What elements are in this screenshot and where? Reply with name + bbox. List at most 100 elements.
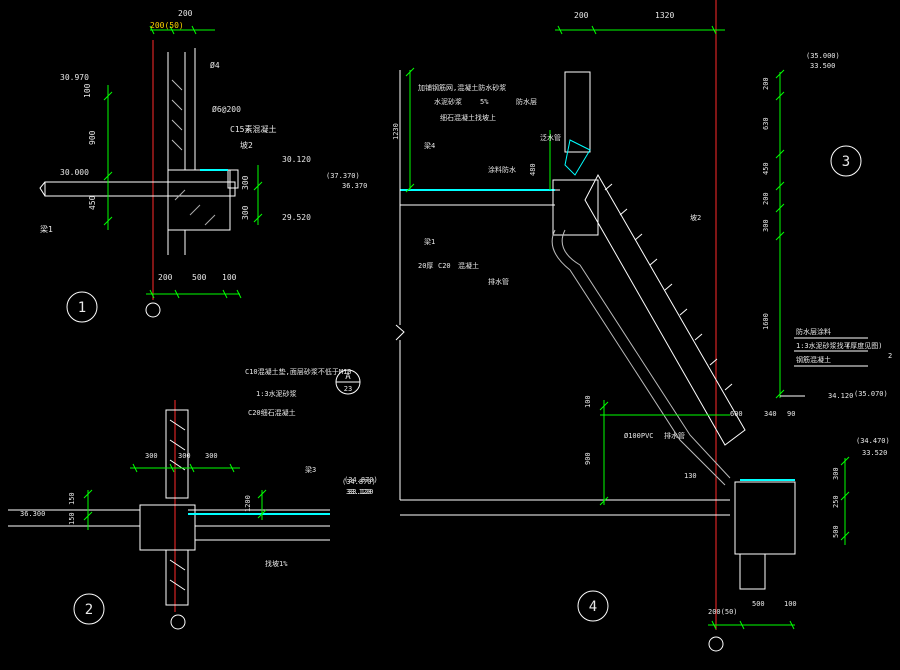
svg-text:1:3水泥砂浆: 1:3水泥砂浆 [256, 389, 297, 398]
svg-text:5%: 5% [480, 98, 489, 106]
svg-text:找坡1%: 找坡1% [265, 559, 288, 568]
svg-text:(35.000): (35.000) [806, 52, 840, 60]
svg-text:29.520: 29.520 [282, 213, 311, 222]
svg-text:200: 200 [158, 273, 173, 282]
svg-text:200(50): 200(50) [708, 608, 738, 616]
svg-text:Ø6@200: Ø6@200 [212, 104, 241, 114]
svg-text:200: 200 [762, 192, 770, 205]
svg-text:500: 500 [192, 273, 207, 282]
svg-text:钢筋混凝土: 钢筋混凝土 [796, 355, 831, 364]
svg-text:33.120: 33.120 [348, 488, 373, 496]
svg-text:33.120: 33.120 [346, 488, 371, 496]
detail-2-dimensions [83, 463, 267, 530]
detail-3-marker: 3 [830, 145, 862, 177]
svg-text:Ø4: Ø4 [210, 60, 220, 70]
svg-text:细石混凝土找坡上: 细石混凝土找坡上 [440, 113, 496, 122]
svg-text:480: 480 [529, 163, 537, 176]
svg-text:C15素混凝土: C15素混凝土 [230, 124, 276, 134]
svg-text:36.370: 36.370 [342, 182, 367, 190]
svg-text:1320: 1320 [655, 11, 674, 20]
svg-text:30.970: 30.970 [60, 73, 89, 82]
svg-text:泛水管: 泛水管 [540, 133, 561, 142]
svg-text:A: A [345, 372, 351, 382]
svg-text:450: 450 [88, 195, 97, 210]
svg-text:混凝土: 混凝土 [458, 261, 479, 270]
svg-text:34.120: 34.120 [828, 392, 853, 400]
svg-text:1: 1 [78, 300, 86, 316]
svg-text:130: 130 [684, 472, 697, 480]
svg-text:100: 100 [784, 600, 797, 608]
svg-text:300: 300 [145, 452, 158, 460]
detail-1 [39, 48, 239, 255]
svg-text:梁4: 梁4 [424, 141, 435, 150]
svg-text:坡2: 坡2 [690, 213, 701, 222]
svg-text:200: 200 [762, 77, 770, 90]
svg-text:涂料防水: 涂料防水 [488, 165, 516, 174]
svg-text:2: 2 [85, 602, 93, 618]
svg-text:防水层涂料: 防水层涂料 [796, 327, 831, 336]
svg-text:坡2: 坡2 [240, 140, 253, 150]
svg-text:水泥砂浆: 水泥砂浆 [434, 97, 462, 106]
svg-text:340: 340 [764, 410, 777, 418]
svg-text:C20细石混凝土: C20细石混凝土 [248, 408, 296, 417]
svg-text:150: 150 [68, 492, 76, 505]
svg-text:3: 3 [842, 154, 850, 170]
svg-text:加铺钢筋网,混凝土防水砂浆: 加铺钢筋网,混凝土防水砂浆 [418, 83, 506, 92]
svg-text:C10混凝土垫,面层砂浆不低于M10: C10混凝土垫,面层砂浆不低于M10 [245, 367, 352, 376]
svg-text:C20: C20 [438, 262, 451, 270]
svg-text:300: 300 [178, 452, 191, 460]
svg-text:排水管: 排水管 [488, 277, 509, 286]
svg-text:4: 4 [589, 599, 597, 615]
detail-4-marker: 4 [577, 590, 724, 652]
svg-text:20厚: 20厚 [418, 262, 433, 270]
detail-4-text: 200 1320 (37.370) 36.370 (34.870) 33.120… [326, 11, 890, 616]
svg-text:150: 150 [68, 512, 76, 525]
detail-1-text: 200 200(50) 30.970 30.000 30.120 29.520 … [40, 9, 311, 282]
svg-text:(厚度见图): (厚度见图) [846, 341, 882, 350]
detail-4-dimensions [405, 25, 850, 630]
svg-text:300: 300 [762, 219, 770, 232]
svg-text:1230: 1230 [392, 123, 400, 140]
svg-text:33.520: 33.520 [862, 449, 887, 457]
detail-2-marker: 2 [73, 593, 186, 630]
svg-text:450: 450 [762, 162, 770, 175]
svg-text:33.500: 33.500 [810, 62, 835, 70]
svg-text:30.000: 30.000 [60, 168, 89, 177]
svg-text:900: 900 [584, 452, 592, 465]
svg-text:600: 600 [730, 410, 743, 418]
svg-text:1200: 1200 [244, 495, 252, 512]
detail-3-text: (35.000) 33.500 34.120 (35.070) 200 630 … [762, 52, 892, 400]
svg-text:防水层: 防水层 [516, 97, 537, 106]
detail-2-text: C10混凝土垫,面层砂浆不低于M10 1:3水泥砂浆 C20细石混凝土 梁3 找… [20, 367, 378, 568]
svg-text:2: 2 [888, 352, 892, 360]
svg-text:1:3水泥砂浆找平: 1:3水泥砂浆找平 [796, 341, 851, 350]
svg-text:90: 90 [787, 410, 795, 418]
svg-text:1600: 1600 [762, 313, 770, 330]
svg-text:300: 300 [241, 175, 250, 190]
detail-4 [395, 70, 796, 590]
svg-text:(34.470): (34.470) [856, 437, 890, 445]
svg-text:(34.870): (34.870) [342, 478, 376, 486]
svg-text:排水管: 排水管 [664, 431, 685, 440]
svg-text:200(50): 200(50) [150, 21, 184, 30]
svg-text:梁1: 梁1 [40, 225, 53, 234]
detail-2 [8, 409, 330, 606]
svg-text:500: 500 [752, 600, 765, 608]
svg-text:300: 300 [832, 467, 840, 480]
detail-1-marker: 1 [66, 291, 161, 323]
svg-text:900: 900 [88, 130, 97, 145]
svg-text:300: 300 [205, 452, 218, 460]
svg-text:梁1: 梁1 [424, 237, 435, 246]
svg-text:200: 200 [574, 11, 589, 20]
svg-text:(34.870): (34.870) [344, 476, 378, 484]
svg-text:300: 300 [241, 205, 250, 220]
svg-text:100: 100 [83, 83, 92, 98]
svg-text:250: 250 [832, 495, 840, 508]
svg-text:(35.070): (35.070) [854, 390, 888, 398]
svg-text:梁3: 梁3 [305, 465, 316, 474]
detail-3 [780, 337, 868, 397]
svg-text:500: 500 [832, 525, 840, 538]
svg-text:100: 100 [584, 395, 592, 408]
svg-text:(37.370): (37.370) [326, 172, 360, 180]
